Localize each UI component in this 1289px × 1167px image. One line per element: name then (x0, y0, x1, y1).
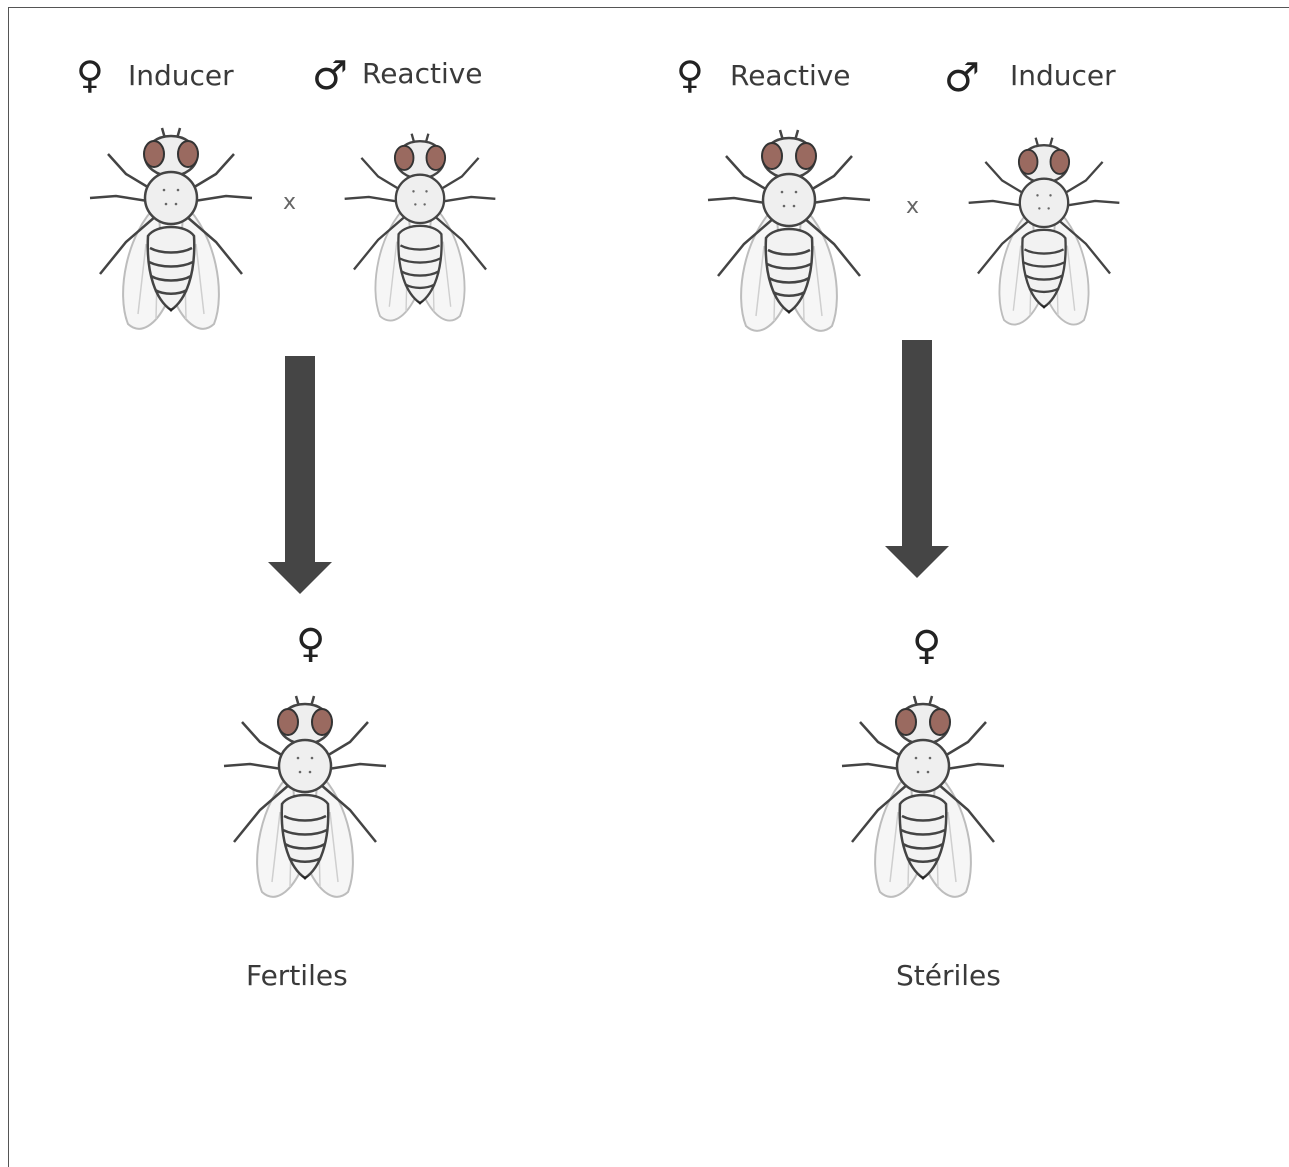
fly-icon (704, 126, 874, 341)
outcome-fertiles: Fertiles (246, 962, 348, 990)
left-male-label: Reactive (362, 60, 483, 88)
right-male-label: Inducer (1010, 62, 1116, 90)
down-arrow-icon (885, 340, 949, 580)
left-female-label: Inducer (128, 62, 234, 90)
fly-icon (340, 130, 500, 330)
fly-icon (220, 692, 390, 907)
cross-mark: x (283, 192, 296, 214)
cross-mark: x (906, 196, 919, 218)
male-symbol-icon: ♂ (944, 58, 980, 98)
right-female-label: Reactive (730, 62, 851, 90)
male-symbol-icon: ♂ (312, 56, 348, 96)
outcome-steriles: Stériles (896, 962, 1001, 990)
fly-icon (838, 692, 1008, 907)
female-symbol-icon: ♀ (676, 56, 704, 94)
fly-icon (964, 134, 1124, 334)
down-arrow-icon (268, 356, 332, 596)
female-symbol-icon: ♀ (296, 624, 325, 664)
female-symbol-icon: ♀ (76, 56, 104, 94)
fly-icon (86, 124, 256, 339)
female-symbol-icon: ♀ (912, 626, 941, 666)
